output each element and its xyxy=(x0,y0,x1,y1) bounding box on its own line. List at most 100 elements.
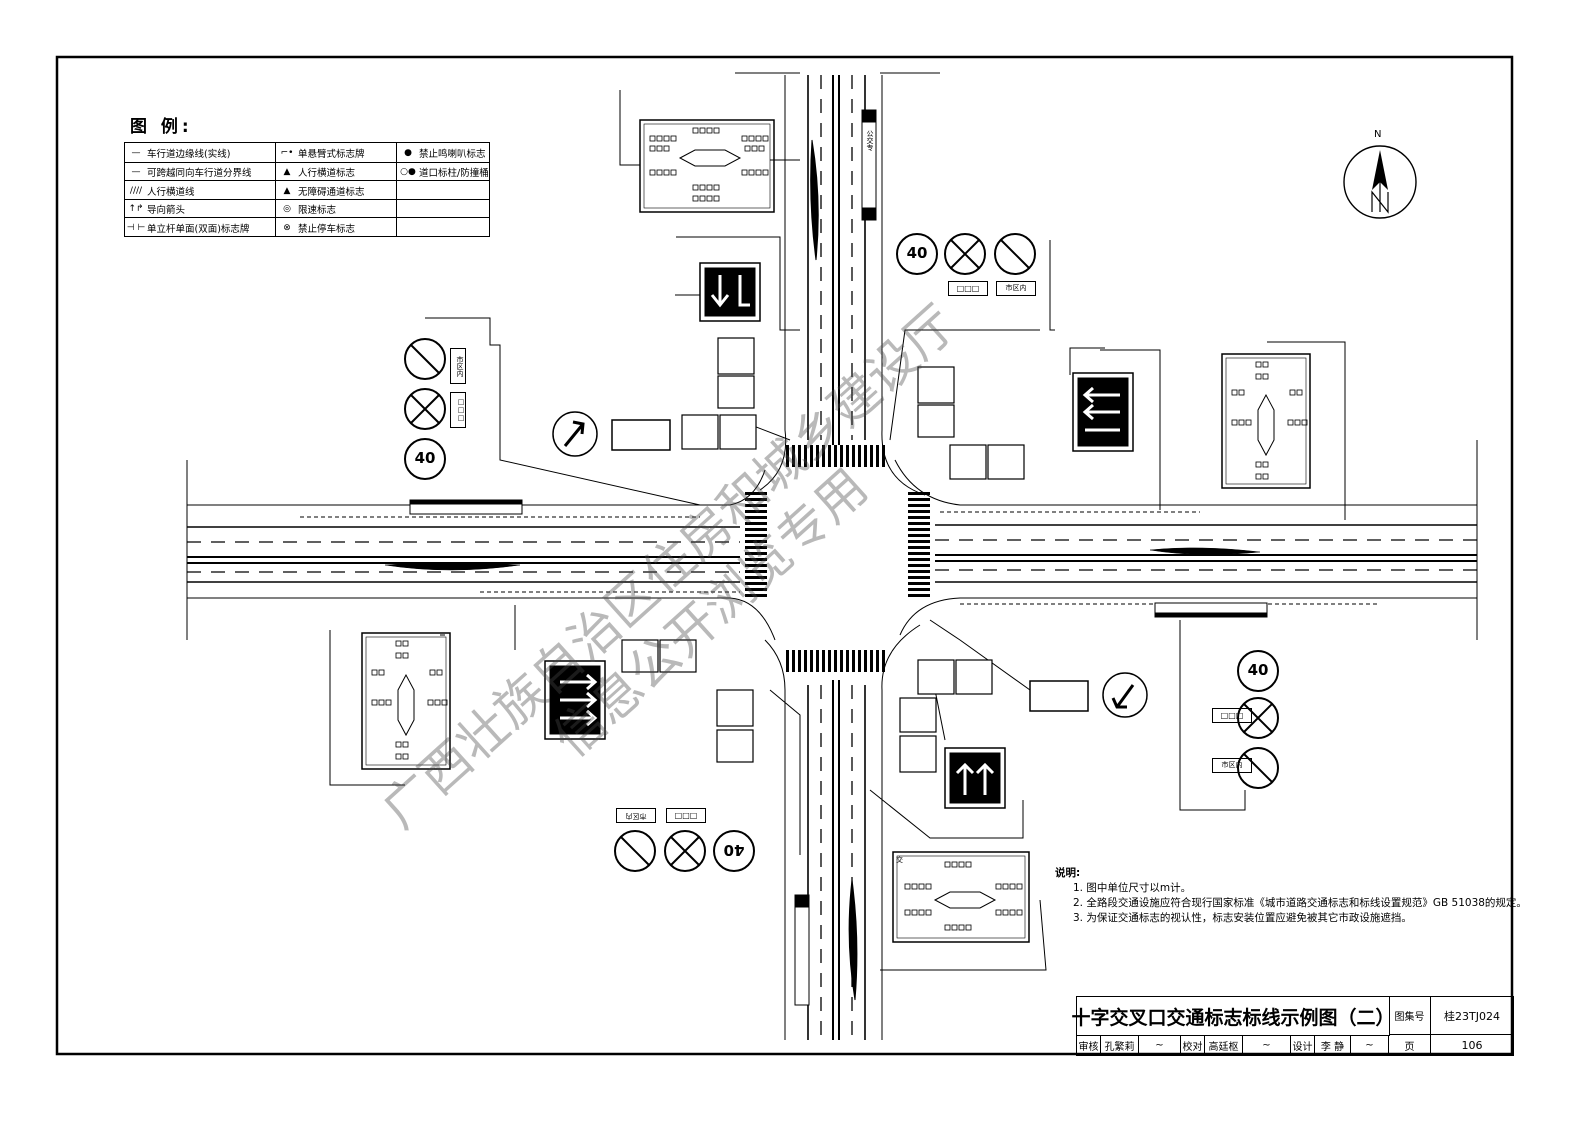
intersection-guide-sign-sw xyxy=(361,632,451,770)
text-block xyxy=(1296,389,1303,396)
text-block xyxy=(692,195,699,202)
legend-cell: ↑↱导向箭头 xyxy=(125,199,276,219)
text-block xyxy=(1002,909,1009,916)
text-block xyxy=(692,184,699,191)
text-block xyxy=(1009,883,1016,890)
text-block xyxy=(699,127,706,134)
plate-city-se: 市区内 xyxy=(1212,758,1252,773)
legend-cell: —车行道边缘线(实线) xyxy=(125,143,276,162)
text-block xyxy=(649,145,656,152)
plate-box-nw: □□□ xyxy=(450,392,466,428)
legend-symbol-icon: — xyxy=(131,167,141,178)
text-block xyxy=(429,669,436,676)
text-block xyxy=(904,909,911,916)
review-label: 审核 xyxy=(1077,1035,1101,1055)
text-block xyxy=(995,909,1002,916)
legend-cell: ○●道口标柱/防撞桶 xyxy=(397,163,489,182)
legend-symbol-icon: ◎ xyxy=(283,204,291,215)
legend-cell: ⌐•单悬臂式标志牌 xyxy=(276,143,397,162)
text-block xyxy=(670,135,677,142)
text-block xyxy=(748,135,755,142)
text-block xyxy=(762,135,769,142)
speed-limit-label-nw: 40 xyxy=(414,449,436,467)
text-block xyxy=(748,169,755,176)
text-block xyxy=(371,699,378,706)
notes: 说明: 1. 图中单位尺寸以m计。 2. 全路段交通设施应符合现行国家标准《城市… xyxy=(1055,866,1527,926)
page-label: 页 xyxy=(1389,1035,1431,1055)
speed-limit-40-icons xyxy=(404,233,1279,872)
text-block xyxy=(395,640,402,647)
legend-label: 单立杆单面(双面)标志牌 xyxy=(147,223,250,235)
text-block xyxy=(656,169,663,176)
checker-signature: ~ xyxy=(1243,1035,1291,1055)
text-block xyxy=(1009,909,1016,916)
design-label: 设计 xyxy=(1291,1035,1315,1055)
text-block xyxy=(911,909,918,916)
legend-symbol-icon: ⊗ xyxy=(283,222,291,233)
legend-label: 道口标柱/防撞桶 xyxy=(419,168,489,180)
plate-box-se: □□□ xyxy=(1212,708,1252,723)
speed-limit-label-se: 40 xyxy=(1247,661,1269,679)
text-block xyxy=(713,184,720,191)
text-block xyxy=(751,145,758,152)
text-block xyxy=(944,861,951,868)
lane-guide-sign-west xyxy=(544,660,606,740)
text-block xyxy=(1016,883,1023,890)
legend-row: ⊣ ⊢单立杆单面(双面)标志牌⊗禁止停车标志 xyxy=(125,217,489,238)
text-block xyxy=(944,924,951,931)
text-block xyxy=(441,699,448,706)
drawing-title: 十字交叉口交通标志标线示例图（二） xyxy=(1072,997,1395,1036)
text-block xyxy=(1262,461,1269,468)
text-block xyxy=(1255,461,1262,468)
legend-symbol-icon: ⌐• xyxy=(280,147,294,158)
legend-symbol-icon: //// xyxy=(129,185,143,196)
text-block xyxy=(904,883,911,890)
legend-symbol-icon: — xyxy=(131,147,141,158)
legend-cell: ⊗禁止停车标志 xyxy=(276,218,397,238)
bus-lane-south xyxy=(794,894,810,1006)
legend-row: —可跨越同向车行道分界线▲人行横道标志○●道口标柱/防撞桶 xyxy=(125,161,489,182)
legend-symbol-icon: ○● xyxy=(400,167,416,178)
page-number: 106 xyxy=(1461,1038,1483,1052)
plate-box-sw: □□□ xyxy=(666,808,706,823)
legend-cell: —可跨越同向车行道分界线 xyxy=(125,162,276,182)
text-block xyxy=(925,909,932,916)
legend-symbol-icon: ▲ xyxy=(283,185,291,196)
text-block xyxy=(911,883,918,890)
sign-pair-south xyxy=(899,659,993,773)
atlas-label: 图集号 xyxy=(1389,997,1431,1035)
legend-label: 人行横道线 xyxy=(147,186,195,198)
legend-cell xyxy=(397,181,489,200)
text-block xyxy=(1262,361,1269,368)
text-block xyxy=(951,924,958,931)
atlas-number: 桂23TJ024 xyxy=(1431,997,1513,1035)
text-block xyxy=(699,184,706,191)
text-block xyxy=(1301,419,1308,426)
text-block xyxy=(755,169,762,176)
legend-cell: ⊣ ⊢单立杆单面(双面)标志牌 xyxy=(125,218,276,238)
text-block xyxy=(402,640,409,647)
text-block xyxy=(436,669,443,676)
sign-pair-west xyxy=(621,639,754,763)
text-block xyxy=(1294,419,1301,426)
speed-limit-label-sw: 40 xyxy=(723,841,745,859)
text-block xyxy=(395,741,402,748)
text-block xyxy=(995,883,1002,890)
text-block xyxy=(395,652,402,659)
text-block xyxy=(402,652,409,659)
legend-symbol-icon: ● xyxy=(404,147,412,158)
text-block xyxy=(1255,361,1262,368)
text-block xyxy=(395,753,402,760)
legend-cell: ▲无障碍通道标志 xyxy=(276,181,397,201)
speed-limit-label-ne: 40 xyxy=(906,244,928,262)
text-block xyxy=(925,883,932,890)
text-block xyxy=(378,699,385,706)
text-block xyxy=(1287,419,1294,426)
text-block xyxy=(402,741,409,748)
text-block xyxy=(706,195,713,202)
crosswalk-south xyxy=(785,650,885,672)
crosswalk-north xyxy=(785,445,885,467)
legend-symbol-icon: ▲ xyxy=(283,167,291,178)
text-block xyxy=(1289,389,1296,396)
